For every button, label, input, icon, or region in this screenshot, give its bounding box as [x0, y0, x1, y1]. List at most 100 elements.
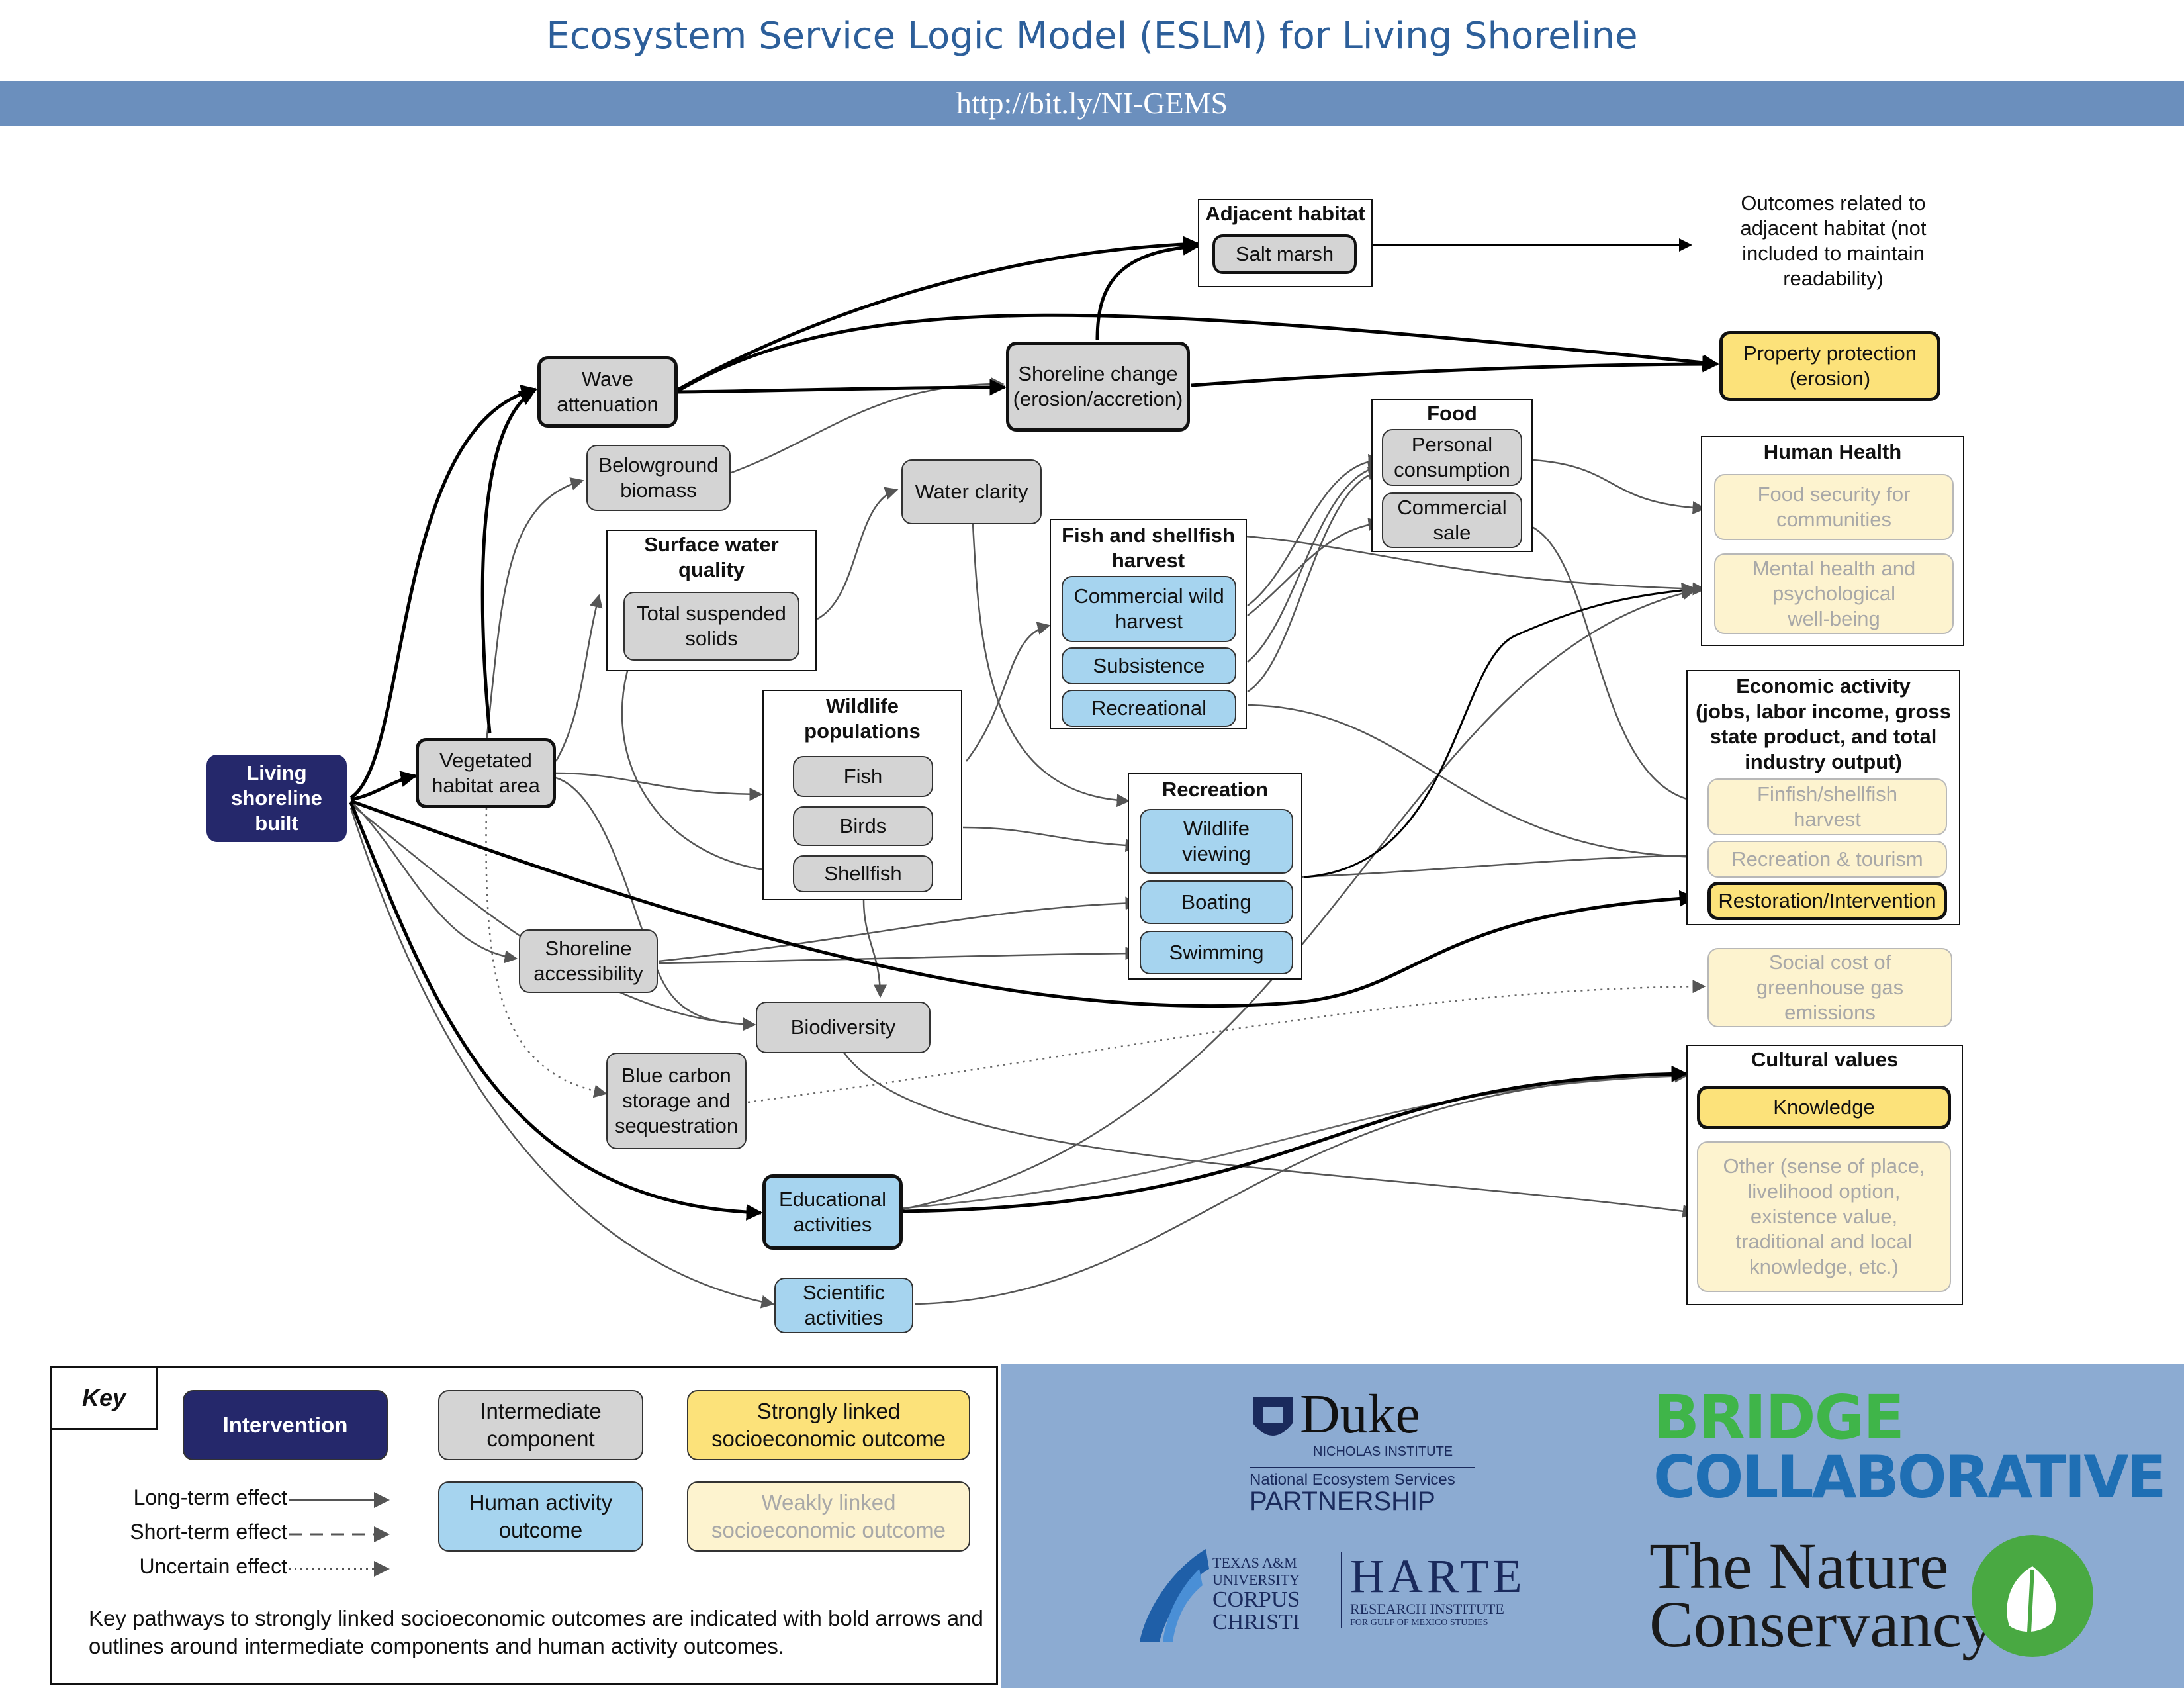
harte-text: HARTE RESEARCH INSTITUTE FOR GULF OF MEX… [1341, 1552, 1526, 1628]
adjacent-habitat-title: Adjacent habitat [1205, 202, 1365, 225]
wave-attenuation-node[interactable]: Wave attenuation [537, 356, 678, 428]
arrow-commercial-sale [1247, 518, 1382, 616]
arrow-educational-knowledge [903, 1065, 1688, 1213]
arrow-recreational-tourism [1247, 704, 1706, 864]
tamucc-wing-icon [1140, 1549, 1209, 1642]
biodiversity-node[interactable]: Biodiversity [756, 1002, 931, 1053]
fish-shellfish-harvest-title: Fish and shellfish harvest [1062, 524, 1235, 572]
arrow-veg-tss [555, 594, 603, 762]
salt-marsh-node[interactable]: Salt marsh [1212, 234, 1357, 274]
boating-node[interactable]: Boating [1140, 880, 1293, 924]
vegetated-habitat-area-node[interactable]: Vegetated habitat area [416, 738, 556, 808]
shoreline-change-node[interactable]: Shoreline change (erosion/accretion) [1006, 342, 1190, 432]
other-cultural-node[interactable]: Other (sense of place, livelihood option… [1697, 1141, 1951, 1292]
arrow-shoreline-property [1191, 355, 1719, 387]
belowground-biomass-node[interactable]: Belowground biomass [586, 445, 731, 511]
living-shoreline-built-node[interactable]: Living shoreline built [206, 755, 347, 842]
duke-logo[interactable]: Duke NICHOLAS INSTITUTE National Ecosyst… [1250, 1383, 1475, 1516]
swimming-node[interactable]: Swimming [1140, 931, 1293, 974]
wildlife-populations-title: Wildlife populations [804, 694, 921, 743]
recreational-node[interactable]: Recreational [1062, 690, 1236, 727]
finfish-shellfish-harvest-node[interactable]: Finfish/shellfish harvest [1707, 778, 1947, 835]
total-suspended-solids-node[interactable]: Total suspended solids [623, 592, 799, 661]
wildlife-populations-group: Wildlife populations Fish Birds Shellfis… [762, 690, 962, 900]
commercial-sale-node[interactable]: Commercial sale [1382, 492, 1522, 548]
recreation-tourism-node[interactable]: Recreation & tourism [1707, 841, 1947, 878]
property-protection-node[interactable]: Property protection (erosion) [1719, 331, 1940, 401]
oak-leaf-icon [1972, 1535, 2093, 1657]
url-link[interactable]: http://bit.ly/NI-GEMS [956, 86, 1228, 120]
arrow-intv-scientific [349, 807, 775, 1309]
arrow-shellfish-biodiversity [862, 900, 887, 998]
economic-activity-group: Economic activity (jobs, labor income, g… [1686, 670, 1960, 925]
surface-water-quality-title: Surface water quality [644, 533, 779, 581]
food-group: Food Personal consumption Commercial sal… [1371, 399, 1533, 552]
tamu-text: TEXAS A&M UNIVERSITY CORPUS CHRISTI [1212, 1554, 1300, 1634]
arrow-educational-mental [901, 586, 1696, 1211]
nature-conservancy-logo[interactable]: The Nature Conservancy [1649, 1533, 2113, 1672]
legend-intervention: Intervention [183, 1390, 388, 1460]
duke-name: Duke [1300, 1383, 1420, 1445]
scientific-activities-node[interactable]: Scientific activities [774, 1278, 913, 1333]
arrow-recreation-tourism [1297, 849, 1706, 878]
tnc-line2: Conservancy [1649, 1587, 1995, 1661]
subsistence-node[interactable]: Subsistence [1062, 647, 1236, 684]
arrow-tss-shellfish [621, 655, 793, 879]
arrow-commercial-personal [1247, 453, 1382, 607]
arrow-veg-belowground [485, 477, 584, 742]
harte-line3: FOR GULF OF MEXICO STUDIES [1350, 1618, 1488, 1628]
food-security-node[interactable]: Food security for communities [1714, 474, 1954, 540]
blue-carbon-node[interactable]: Blue carbon storage and sequestration [606, 1053, 747, 1149]
fish-shellfish-harvest-group: Fish and shellfish harvest Commercial wi… [1050, 519, 1247, 729]
legend-weak: Weakly linked socioeconomic outcome [687, 1481, 970, 1552]
arrow-veg-bluecarbon [485, 807, 608, 1098]
economic-activity-title: Economic activity (jobs, labor income, g… [1696, 675, 1951, 773]
tnc-line1: The Nature [1649, 1529, 1949, 1603]
cultural-values-title: Cultural values [1751, 1048, 1899, 1071]
bridge-collaborative-logo[interactable]: BRIDGE COLLABORATIVE [1653, 1382, 2167, 1515]
arrow-veg-fish [555, 772, 763, 801]
wildlife-viewing-node[interactable]: Wildlife viewing [1140, 809, 1293, 874]
arrow-fishharvest-mental [1245, 535, 1706, 596]
arrow-shoreline-saltmarsh [1095, 238, 1200, 341]
legend-uncertain-label: Uncertain effect [139, 1554, 287, 1578]
knowledge-node[interactable]: Knowledge [1697, 1086, 1951, 1129]
restoration-intervention-node[interactable]: Restoration/Intervention [1707, 882, 1947, 920]
arrow-scientific-knowledge [914, 1067, 1688, 1305]
neps-line2: PARTNERSHIP [1250, 1487, 1435, 1516]
page-title: Ecosystem Service Logic Model (ESLM) for… [546, 15, 1638, 58]
legend-human-activity: Human activity outcome [438, 1481, 643, 1552]
educational-activities-node[interactable]: Educational activities [762, 1174, 903, 1250]
arrow-intv-wave [349, 385, 538, 800]
arrow-sale-finfish [1522, 522, 1706, 808]
arrow-tss-clarity [817, 487, 899, 620]
legend-title: Key [50, 1366, 158, 1430]
shoreline-accessibility-node[interactable]: Shoreline accessibility [519, 929, 658, 993]
arrow-clarity-recreation [972, 522, 1130, 808]
shellfish-node[interactable]: Shellfish [793, 855, 933, 892]
personal-consumption-node[interactable]: Personal consumption [1382, 429, 1522, 486]
social-cost-ghg-node[interactable]: Social cost of greenhouse gas emissions [1707, 948, 1952, 1027]
duke-sub: NICHOLAS INSTITUTE [1313, 1444, 1453, 1459]
fish-node[interactable]: Fish [793, 756, 933, 797]
arrow-birds-wildlife [962, 826, 1139, 853]
arrow-intv-restoration [350, 799, 1696, 1008]
arrow-access-swimming [658, 947, 1139, 964]
legend-strong: Strongly linked socioeconomic outcome [687, 1390, 970, 1460]
arrow-wave-property [677, 313, 1719, 393]
tamucc-harte-logo[interactable]: TEXAS A&M UNIVERSITY CORPUS CHRISTI HART… [1133, 1542, 1530, 1662]
url-bar[interactable]: http://bit.ly/NI-GEMS [0, 81, 2184, 126]
arrow-recreation-mental [1303, 582, 1698, 878]
commercial-wild-harvest-node[interactable]: Commercial wild harvest [1062, 576, 1236, 642]
arrow-subsistence-personal [1247, 461, 1382, 663]
arrow-fish-commercial [966, 622, 1051, 762]
arrow-wave-saltmarsh [677, 236, 1200, 391]
harte-line1: HARTE [1350, 1550, 1526, 1603]
partner-logos-panel: Duke NICHOLAS INSTITUTE National Ecosyst… [1001, 1364, 2184, 1688]
birds-node[interactable]: Birds [793, 806, 933, 846]
mental-health-node[interactable]: Mental health and psychological well-bei… [1714, 553, 1954, 634]
recreation-title: Recreation [1161, 778, 1269, 801]
water-clarity-node[interactable]: Water clarity [901, 459, 1042, 524]
arrow-intv-educational [349, 802, 763, 1221]
